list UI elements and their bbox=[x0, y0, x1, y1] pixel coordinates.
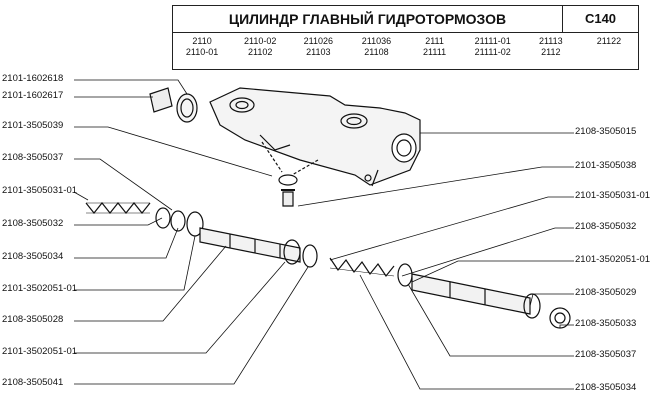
callout-left: 2108-3505032 bbox=[2, 218, 64, 229]
callout-right: 2101-3505031-01 bbox=[575, 190, 650, 201]
callout-right: 2108-3505037 bbox=[575, 349, 637, 360]
callout-right: 2108-3505029 bbox=[575, 287, 637, 298]
callout-left: 2101-1602617 bbox=[2, 90, 64, 101]
callout-left: 2101-3502051-01 bbox=[2, 283, 78, 294]
callout-right: 2101-3505038 bbox=[575, 160, 637, 171]
callout-right: 2108-3505033 bbox=[575, 318, 637, 329]
grommet-parts bbox=[149, 87, 198, 123]
left-spring bbox=[85, 202, 151, 214]
callout-left: 2108-3505034 bbox=[2, 251, 64, 262]
callout-right: 2108-3505034 bbox=[575, 382, 637, 393]
callout-left: 2108-3505037 bbox=[2, 152, 64, 163]
callout-left: 2101-3502051-01 bbox=[2, 346, 78, 357]
callout-left: 2108-3505028 bbox=[2, 314, 64, 325]
assembly-hint-lines bbox=[261, 141, 319, 176]
secondary-piston bbox=[411, 273, 531, 315]
seal-washer bbox=[278, 174, 298, 186]
cup-seal bbox=[155, 207, 171, 229]
callout-left: 2108-3505041 bbox=[2, 377, 64, 388]
middle-spring bbox=[329, 257, 395, 278]
callout-left: 2101-3505039 bbox=[2, 120, 64, 131]
callout-left: 2101-1602618 bbox=[2, 73, 64, 84]
callout-right: 2101-3502051-01 bbox=[575, 254, 650, 265]
callout-right: 2108-3505032 bbox=[575, 221, 637, 232]
primary-piston bbox=[199, 227, 301, 263]
diagram-title: ЦИЛИНДР ГЛАВНЫЙ ГИДРОТОРМОЗОВ bbox=[173, 6, 563, 33]
stop-bolt bbox=[282, 191, 294, 207]
callout-right: 2108-3505015 bbox=[575, 126, 637, 137]
catalog-code: C140 bbox=[563, 6, 638, 33]
cylinder-body bbox=[209, 87, 421, 187]
callout-left: 2101-3505031-01 bbox=[2, 185, 78, 196]
model-cell: 21122 bbox=[596, 36, 622, 46]
leader-lines bbox=[73, 79, 574, 390]
